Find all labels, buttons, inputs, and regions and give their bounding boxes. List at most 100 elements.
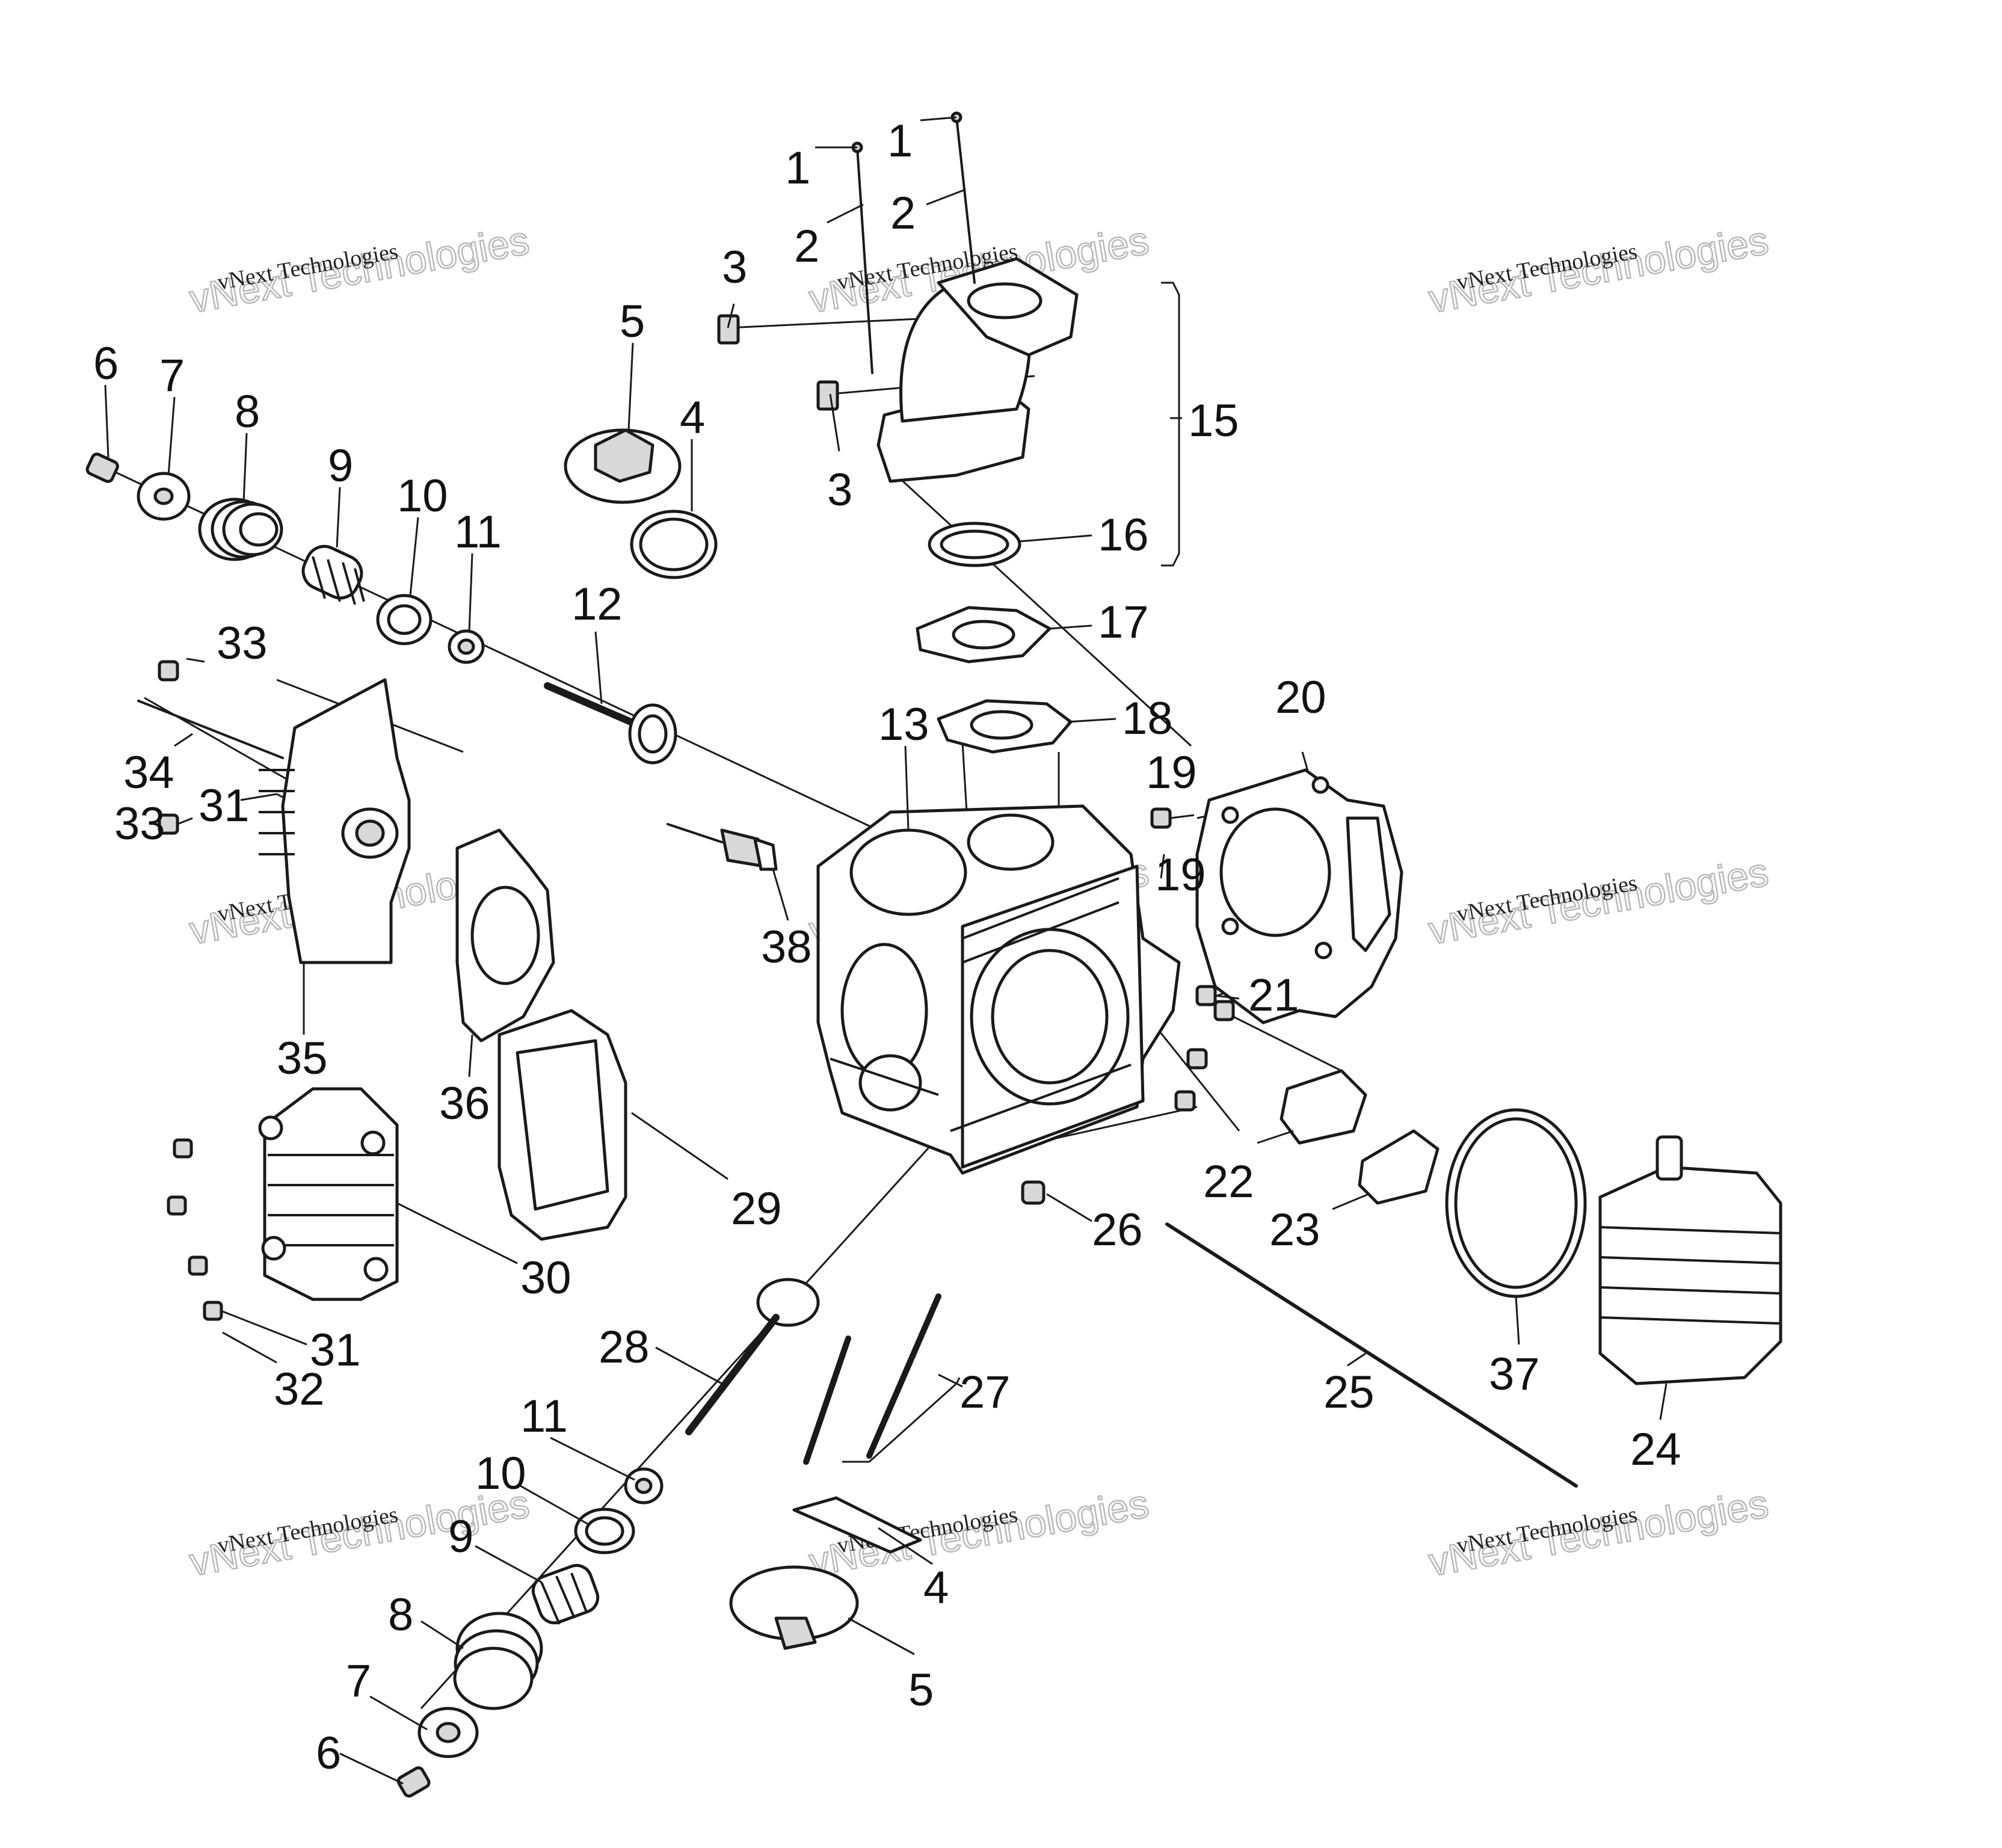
combustion-chamber-inner	[991, 949, 1109, 1085]
callout-8: 8	[388, 1589, 413, 1640]
leader-line	[177, 817, 193, 825]
leader-line	[1332, 1193, 1369, 1210]
bracket-15	[1161, 282, 1180, 567]
spring-coil	[453, 1646, 534, 1710]
callout-11: 11	[520, 1391, 568, 1442]
callout-20: 20	[1275, 672, 1326, 723]
leader-line	[339, 1752, 404, 1785]
leader-line	[926, 188, 966, 206]
callout-25: 25	[1323, 1367, 1375, 1418]
leader-lines	[104, 116, 1668, 1785]
cam-chain-guide	[1165, 1222, 1578, 1488]
cover-gasket-inner	[516, 1039, 609, 1211]
spark-plug-hex	[753, 837, 778, 871]
tappet-cover-body	[1358, 1129, 1440, 1205]
head-cover-gasket	[497, 1009, 627, 1241]
head-cover-bolt-hole	[261, 1236, 286, 1261]
callout-5: 5	[908, 1665, 934, 1716]
leader-line	[1301, 751, 1310, 774]
head-cover-bolt-hole	[363, 1257, 389, 1282]
leader-line	[655, 1346, 722, 1385]
callout-3: 3	[722, 242, 747, 293]
valve-adjuster-screw	[85, 452, 119, 483]
parts	[85, 111, 1782, 1798]
leader-line	[772, 869, 789, 921]
valve-cap-bottom	[729, 1565, 859, 1650]
dowel-pin	[1150, 807, 1172, 829]
callout-30: 30	[520, 1252, 571, 1304]
callout-2: 2	[794, 221, 819, 272]
callout-11: 11	[454, 507, 502, 558]
gasket-chain-slot	[1346, 816, 1391, 952]
cylinder-nut	[1021, 1180, 1046, 1205]
callout-2: 2	[890, 188, 916, 239]
watermark-top-right: vNext Technologies vNext Technologies	[1424, 217, 1772, 322]
leader-line	[1019, 534, 1092, 543]
intake-valve	[544, 682, 677, 765]
callout-33: 33	[217, 618, 268, 669]
leader-line	[396, 1202, 518, 1264]
leader-line	[631, 1112, 728, 1180]
side-gasket-hole	[470, 886, 540, 985]
spring-coil-inner	[239, 512, 279, 547]
side-cover-ribs	[259, 769, 295, 855]
callout-10: 10	[475, 1448, 526, 1499]
valve-cap-hex	[594, 428, 654, 483]
head-cover-fins	[268, 1154, 394, 1246]
callout-23: 23	[1269, 1204, 1320, 1255]
leader-line	[409, 517, 419, 596]
callout-34: 34	[123, 747, 174, 798]
leader-line	[222, 1331, 277, 1364]
cam-bore	[858, 1054, 922, 1112]
upper-valve-train	[85, 452, 677, 765]
insulator	[916, 606, 1052, 664]
valve-stem-seal-inner	[635, 1477, 653, 1494]
leader-line	[594, 631, 603, 704]
valve-spring-seat-inner	[585, 1516, 624, 1546]
gasket-hole	[1221, 806, 1239, 824]
leader-line	[222, 1310, 307, 1346]
leader-line	[1515, 1296, 1520, 1345]
cylinder-stud	[803, 1335, 851, 1465]
tappet-cover-bolts	[1174, 1000, 1235, 1112]
callout-6: 6	[316, 1728, 341, 1779]
callout-18: 18	[1122, 693, 1173, 744]
tappet-cover-a	[1280, 1069, 1367, 1145]
cylinder-head-gasket	[1195, 768, 1403, 1024]
callout-13: 13	[878, 699, 929, 750]
dowel-pin	[1195, 985, 1217, 1006]
callout-21: 21	[1248, 970, 1299, 1021]
leader-line	[848, 1617, 915, 1656]
inlet-o-ring-inner	[940, 529, 1009, 559]
leader-line	[627, 342, 634, 431]
callout-1: 1	[887, 116, 913, 167]
gasket-hole	[1314, 941, 1332, 959]
callout-9: 9	[448, 1511, 473, 1562]
leader-line	[1257, 1130, 1294, 1144]
callout-24: 24	[1630, 1424, 1681, 1475]
leader-line	[1347, 1352, 1366, 1367]
callout-28: 28	[599, 1322, 650, 1373]
callout-16: 16	[1098, 510, 1149, 561]
inlet-o-ring	[928, 522, 1021, 567]
callout-26: 26	[1092, 1204, 1143, 1255]
callout-8: 8	[235, 386, 260, 437]
callout-33: 33	[114, 798, 165, 849]
cylinder-head	[816, 804, 1181, 1175]
intake-port	[849, 828, 967, 916]
inlet-bolt-head	[717, 314, 740, 345]
leader-line	[1169, 814, 1195, 819]
callout-1: 1	[785, 143, 810, 194]
cover-nut	[188, 1255, 208, 1276]
leader-line	[369, 1695, 428, 1731]
cover-bolt-line	[1233, 1015, 1342, 1072]
callout-12: 12	[571, 579, 623, 630]
cover-nut	[203, 1301, 223, 1321]
leader-line	[1049, 624, 1092, 630]
leader-line	[938, 1373, 963, 1388]
spring-coil-lines	[312, 556, 365, 605]
o-ring-top-inner	[639, 517, 709, 571]
valve-cap-hex	[774, 1616, 817, 1650]
leader-line	[727, 303, 735, 328]
cylinder-block-body	[1598, 1165, 1782, 1385]
